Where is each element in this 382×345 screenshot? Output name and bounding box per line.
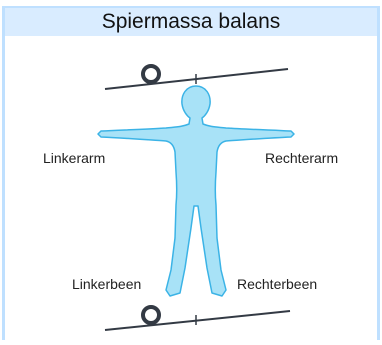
upper-balance-indicator (143, 66, 159, 82)
left-leg-label: Linkerbeen (72, 276, 141, 292)
lower-balance-indicator (143, 307, 159, 323)
lower-balance-line (105, 311, 290, 330)
right-arm-label: Rechterarm (265, 150, 338, 166)
human-body-icon (98, 86, 294, 296)
lower-balance-scale (105, 307, 290, 330)
body-silhouette (98, 86, 294, 296)
left-arm-label: Linkerarm (43, 150, 105, 166)
right-leg-label: Rechterbeen (237, 276, 317, 292)
